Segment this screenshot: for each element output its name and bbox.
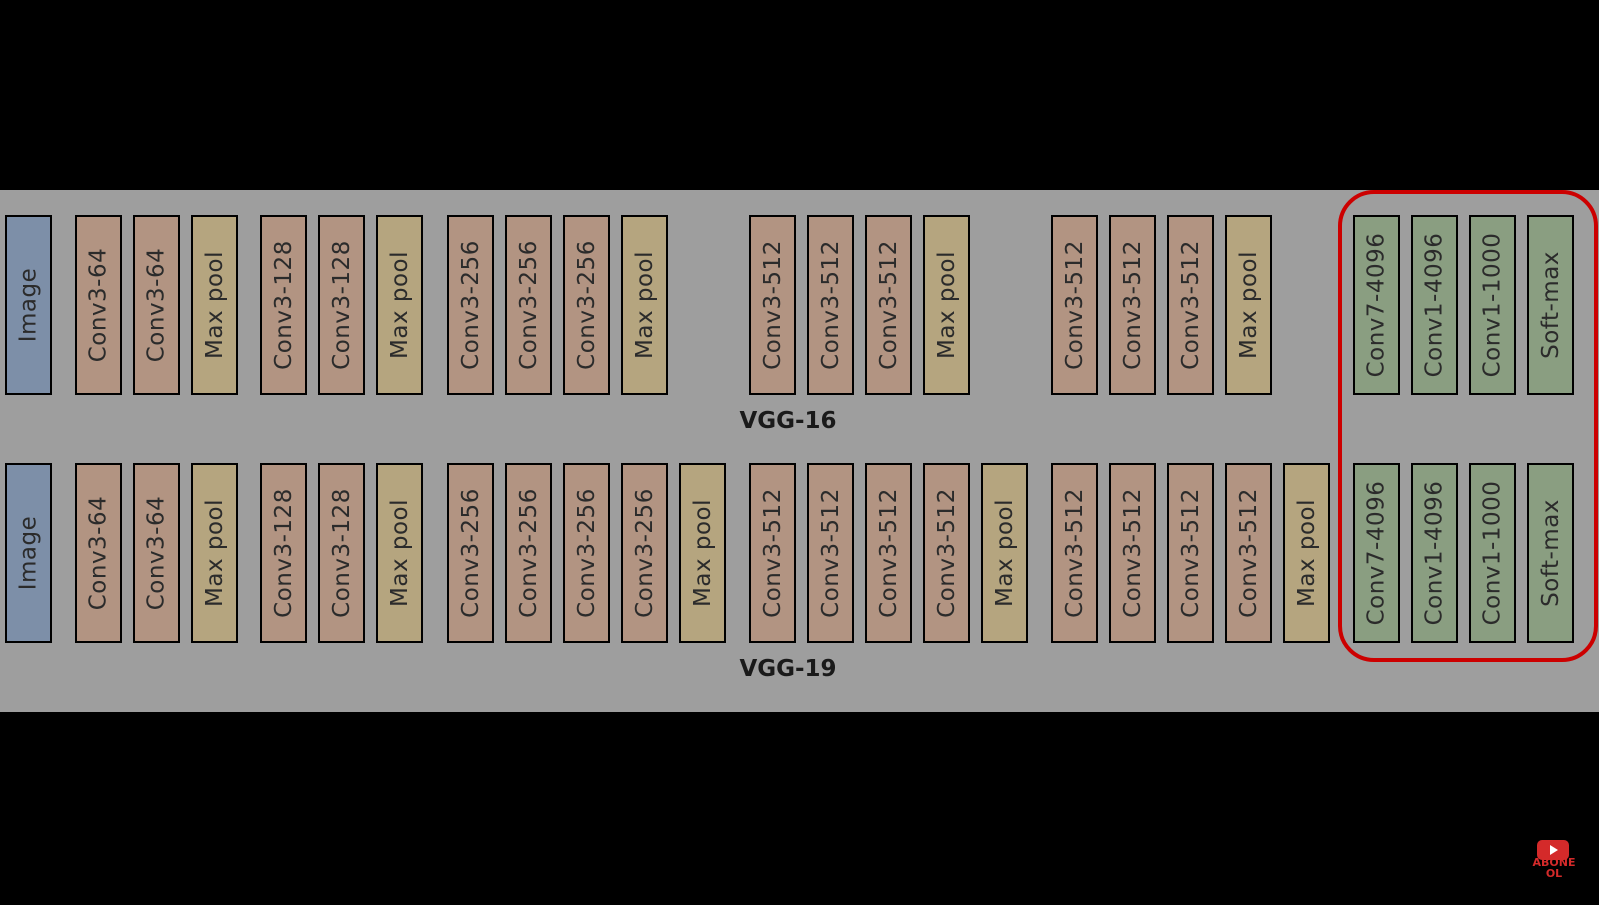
vgg19-block-label: Conv3-256	[631, 488, 658, 618]
vgg16-block-fc: Conv1-4096	[1411, 215, 1458, 395]
vgg16-block-conv: Conv3-256	[447, 215, 494, 395]
vgg19-block-conv: Conv3-512	[865, 463, 912, 643]
vgg19-block-label: Conv3-512	[817, 488, 844, 618]
fully-connected-highlight	[1338, 190, 1598, 662]
subscribe-badge[interactable]: ABONE OL	[1531, 838, 1577, 884]
vgg19-block-conv: Conv3-512	[923, 463, 970, 643]
vgg19-block-label: Conv3-512	[1061, 488, 1088, 618]
vgg19-block-conv: Conv3-128	[260, 463, 307, 643]
vgg19-block-label: Image	[15, 515, 42, 591]
vgg19-block-label: Conv3-256	[573, 488, 600, 618]
vgg16-block-image: Image	[5, 215, 52, 395]
vgg16-block-pool: Max pool	[621, 215, 668, 395]
vgg19-block-label: Conv3-128	[328, 488, 355, 618]
vgg16-block-label: Conv3-128	[328, 240, 355, 370]
vgg19-block-label: Conv3-512	[1119, 488, 1146, 618]
vgg19-block-pool: Max pool	[981, 463, 1028, 643]
vgg16-title: VGG-16	[739, 408, 837, 434]
vgg16-block-label: Max pool	[1235, 251, 1262, 359]
vgg16-block-label: Max pool	[933, 251, 960, 359]
vgg16-block-conv: Conv3-512	[749, 215, 796, 395]
vgg16-block-pool: Max pool	[191, 215, 238, 395]
vgg19-block-pool: Max pool	[376, 463, 423, 643]
vgg16-block-fc: Conv7-4096	[1353, 215, 1400, 395]
vgg16-block-label: Max pool	[631, 251, 658, 359]
vgg16-block-conv: Conv3-128	[318, 215, 365, 395]
vgg16-block-label: Conv3-512	[1119, 240, 1146, 370]
vgg19-block-fc: Conv7-4096	[1353, 463, 1400, 643]
play-triangle-icon	[1550, 845, 1558, 855]
vgg16-block-label: Conv3-512	[1177, 240, 1204, 370]
vgg19-block-label: Max pool	[201, 499, 228, 607]
vgg19-block-label: Conv3-512	[1235, 488, 1262, 618]
vgg19-block-pool: Max pool	[191, 463, 238, 643]
vgg19-block-label: Conv3-512	[875, 488, 902, 618]
vgg19-block-conv: Conv3-256	[505, 463, 552, 643]
vgg19-block-conv: Conv3-256	[447, 463, 494, 643]
vgg19-block-label: Conv3-64	[143, 495, 170, 611]
vgg16-block-conv: Conv3-512	[865, 215, 912, 395]
vgg19-block-pool: Max pool	[1283, 463, 1330, 643]
vgg19-block-label: Max pool	[991, 499, 1018, 607]
vgg19-block-conv: Conv3-512	[749, 463, 796, 643]
vgg16-block-label: Max pool	[201, 251, 228, 359]
vgg16-block-label: Conv3-512	[817, 240, 844, 370]
vgg19-block-conv: Conv3-256	[621, 463, 668, 643]
vgg19-block-conv: Conv3-512	[1167, 463, 1214, 643]
vgg16-block-conv: Conv3-512	[1167, 215, 1214, 395]
vgg16-block-conv: Conv3-256	[563, 215, 610, 395]
vgg16-block-conv: Conv3-512	[1109, 215, 1156, 395]
vgg19-block-label: Conv3-128	[270, 488, 297, 618]
vgg19-block-label: Conv3-512	[759, 488, 786, 618]
vgg19-block-fc: Conv1-1000	[1469, 463, 1516, 643]
vgg19-block-label: Max pool	[1293, 499, 1320, 607]
vgg19-block-fc: Soft-max	[1527, 463, 1574, 643]
vgg16-block-label: Conv3-256	[457, 240, 484, 370]
vgg16-block-pool: Max pool	[923, 215, 970, 395]
vgg16-block-conv: Conv3-64	[75, 215, 122, 395]
vgg19-block-conv: Conv3-64	[133, 463, 180, 643]
vgg19-block-label: Conv3-256	[457, 488, 484, 618]
vgg19-block-pool: Max pool	[679, 463, 726, 643]
vgg16-block-conv: Conv3-256	[505, 215, 552, 395]
vgg16-block-label: Max pool	[386, 251, 413, 359]
vgg16-block-pool: Max pool	[376, 215, 423, 395]
vgg19-block-conv: Conv3-512	[1225, 463, 1272, 643]
vgg19-title: VGG-19	[739, 656, 837, 682]
vgg19-block-label: Conv3-512	[1177, 488, 1204, 618]
vgg16-block-label: Conv3-256	[573, 240, 600, 370]
vgg16-block-label: Conv3-128	[270, 240, 297, 370]
vgg19-block-label: Conv3-256	[515, 488, 542, 618]
vgg19-block-conv: Conv3-512	[807, 463, 854, 643]
vgg16-block-label: Conv3-64	[143, 247, 170, 363]
vgg16-block-label: Conv3-512	[875, 240, 902, 370]
vgg19-block-conv: Conv3-512	[1109, 463, 1156, 643]
vgg19-block-conv: Conv3-256	[563, 463, 610, 643]
vgg19-block-conv: Conv3-64	[75, 463, 122, 643]
vgg16-block-pool: Max pool	[1225, 215, 1272, 395]
vgg16-block-label: Conv3-512	[1061, 240, 1088, 370]
vgg16-block-label: Conv3-512	[759, 240, 786, 370]
vgg19-block-fc: Conv1-4096	[1411, 463, 1458, 643]
vgg19-block-conv: Conv3-128	[318, 463, 365, 643]
vgg16-block-label: Conv3-64	[85, 247, 112, 363]
vgg16-block-conv: Conv3-64	[133, 215, 180, 395]
vgg19-block-label: Conv3-64	[85, 495, 112, 611]
vgg19-block-label: Max pool	[386, 499, 413, 607]
vgg16-block-conv: Conv3-128	[260, 215, 307, 395]
vgg19-block-image: Image	[5, 463, 52, 643]
vgg16-block-conv: Conv3-512	[1051, 215, 1098, 395]
vgg16-block-label: Image	[15, 267, 42, 343]
vgg16-block-label: Conv3-256	[515, 240, 542, 370]
vgg16-block-conv: Conv3-512	[807, 215, 854, 395]
vgg16-block-fc: Soft-max	[1527, 215, 1574, 395]
subscribe-label: ABONE OL	[1532, 856, 1576, 880]
vgg19-block-conv: Conv3-512	[1051, 463, 1098, 643]
vgg19-block-label: Max pool	[689, 499, 716, 607]
vgg19-block-label: Conv3-512	[933, 488, 960, 618]
vgg16-block-fc: Conv1-1000	[1469, 215, 1516, 395]
